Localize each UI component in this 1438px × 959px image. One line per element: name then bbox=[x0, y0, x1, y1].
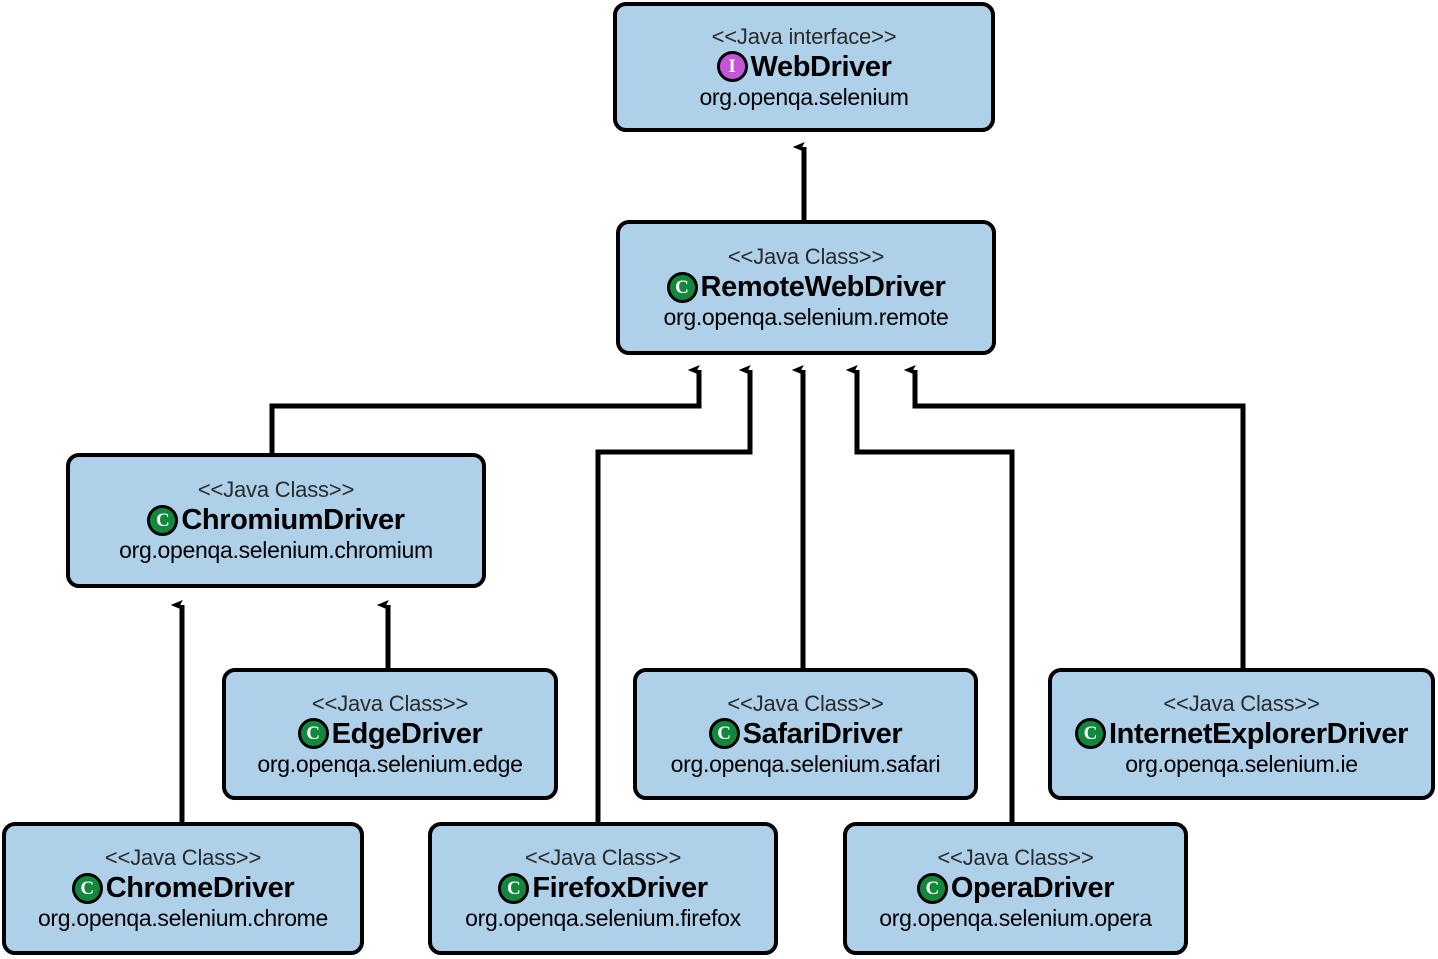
node-stereotype: <<Java Class>> bbox=[311, 690, 469, 716]
node-name: ChromeDriver bbox=[105, 872, 295, 904]
class-badge-icon: C bbox=[71, 872, 103, 904]
node-stereotype: <<Java Class>> bbox=[524, 845, 682, 870]
node-stereotype: <<Java Class>> bbox=[1163, 690, 1320, 716]
node-stereotype: <<Java Class>> bbox=[197, 477, 355, 502]
node-name: EdgeDriver bbox=[331, 717, 483, 750]
node-name: InternetExplorerDriver bbox=[1108, 717, 1409, 750]
node-title-row: C FirefoxDriver bbox=[498, 871, 708, 905]
edge-chromiumdriver-to-remotewebdriver bbox=[269, 365, 702, 453]
node-package: org.openqa.selenium.edge bbox=[257, 750, 523, 777]
node-package: org.openqa.selenium.remote bbox=[663, 304, 949, 330]
node-stereotype: <<Java Class>> bbox=[104, 845, 262, 870]
interface-badge-icon: I bbox=[716, 51, 748, 82]
edge-operadriver-to-remotewebdriver bbox=[845, 365, 1015, 822]
node-package: org.openqa.selenium.ie bbox=[1125, 750, 1358, 777]
node-title-row: C SafariDriver bbox=[708, 717, 903, 751]
class-badge-icon: C bbox=[498, 872, 530, 904]
class-node-remotewebdriver[interactable]: <<Java Class>> C RemoteWebDriver org.ope… bbox=[616, 220, 996, 355]
class-badge-icon: C bbox=[147, 504, 179, 536]
class-node-safaridriver[interactable]: <<Java Class>> C SafariDriver org.openqa… bbox=[633, 668, 978, 800]
class-node-firefoxdriver[interactable]: <<Java Class>> C FirefoxDriver org.openq… bbox=[428, 822, 778, 955]
node-title-row: I WebDriver bbox=[716, 50, 892, 84]
node-package: org.openqa.selenium.opera bbox=[879, 905, 1152, 931]
node-stereotype: <<Java Class>> bbox=[727, 690, 884, 716]
edge-iedriver-to-remotewebdriver bbox=[903, 365, 1246, 668]
node-stereotype: <<Java interface>> bbox=[711, 23, 897, 49]
node-name: OperaDriver bbox=[950, 872, 1115, 904]
node-stereotype: <<Java Class>> bbox=[727, 244, 885, 269]
node-package: org.openqa.selenium.safari bbox=[670, 750, 941, 777]
node-name: RemoteWebDriver bbox=[700, 271, 946, 303]
node-name: WebDriver bbox=[750, 50, 892, 83]
class-badge-icon: C bbox=[1074, 718, 1106, 749]
node-stereotype: <<Java Class>> bbox=[937, 845, 1094, 870]
class-node-chromiumdriver[interactable]: <<Java Class>> C ChromiumDriver org.open… bbox=[66, 453, 486, 588]
node-name: SafariDriver bbox=[742, 717, 903, 750]
class-badge-icon: C bbox=[916, 872, 948, 904]
class-node-webdriver[interactable]: <<Java interface>> I WebDriver org.openq… bbox=[613, 2, 995, 132]
class-badge-icon: C bbox=[297, 718, 329, 749]
node-package: org.openqa.selenium bbox=[699, 83, 909, 110]
node-package: org.openqa.selenium.firefox bbox=[465, 905, 741, 931]
node-title-row: C ChromeDriver bbox=[71, 871, 295, 905]
node-title-row: C OperaDriver bbox=[916, 871, 1115, 905]
class-node-operadriver[interactable]: <<Java Class>> C OperaDriver org.openqa.… bbox=[843, 822, 1188, 955]
node-name: ChromiumDriver bbox=[181, 504, 405, 536]
class-badge-icon: C bbox=[708, 718, 740, 749]
node-package: org.openqa.selenium.chromium bbox=[119, 537, 433, 563]
node-title-row: C RemoteWebDriver bbox=[666, 270, 946, 304]
class-badge-icon: C bbox=[666, 271, 698, 303]
node-package: org.openqa.selenium.chrome bbox=[37, 905, 329, 931]
node-title-row: C EdgeDriver bbox=[297, 717, 483, 751]
edge-firefoxdriver-to-remotewebdriver bbox=[595, 365, 753, 822]
node-name: FirefoxDriver bbox=[532, 872, 708, 904]
class-node-edgedriver[interactable]: <<Java Class>> C EdgeDriver org.openqa.s… bbox=[222, 668, 558, 800]
node-title-row: C InternetExplorerDriver bbox=[1074, 717, 1409, 751]
class-node-chromedriver[interactable]: <<Java Class>> C ChromeDriver org.openqa… bbox=[2, 822, 364, 955]
class-node-internetexplorerdriver[interactable]: <<Java Class>> C InternetExplorerDriver … bbox=[1048, 668, 1435, 800]
node-title-row: C ChromiumDriver bbox=[147, 503, 405, 537]
